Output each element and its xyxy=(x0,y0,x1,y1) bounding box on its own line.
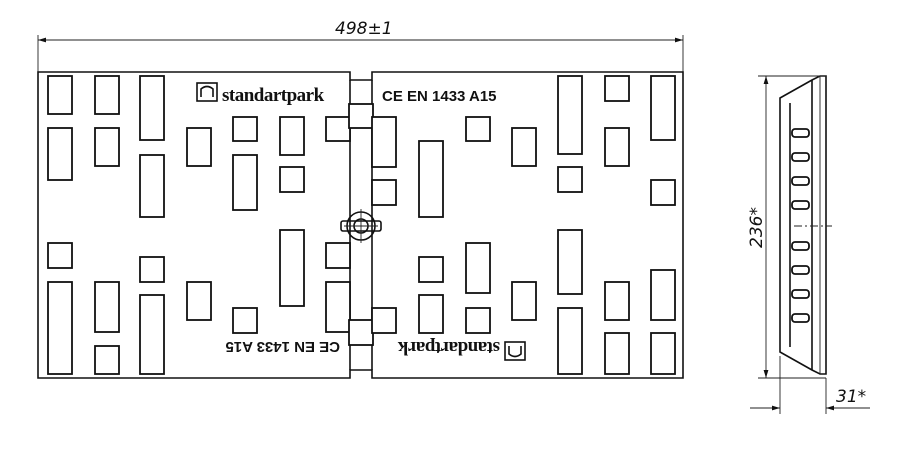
slot xyxy=(465,116,491,142)
slot xyxy=(94,127,120,167)
slot xyxy=(604,127,630,167)
slot xyxy=(650,332,676,375)
slot xyxy=(557,75,583,155)
slot xyxy=(232,154,258,211)
slot xyxy=(47,281,73,375)
slot xyxy=(511,127,537,167)
slot xyxy=(465,307,491,334)
slot xyxy=(94,75,120,115)
slot xyxy=(47,242,73,269)
grate-side-view: 236* 31* xyxy=(747,75,870,414)
slot xyxy=(94,345,120,375)
slot xyxy=(371,116,397,168)
ce-marking-bottom: CE EN 1433 A15 xyxy=(225,338,340,355)
slot xyxy=(465,242,491,294)
brand-text-top: standartpark xyxy=(222,85,325,106)
slot-openings xyxy=(47,75,676,375)
slot xyxy=(604,281,630,321)
slot xyxy=(650,269,676,321)
slot xyxy=(139,256,165,283)
brand-logo-top: standartpark xyxy=(196,82,325,106)
slot xyxy=(325,242,351,269)
slot xyxy=(325,281,351,333)
height-dimension: 236* xyxy=(747,75,826,379)
slot xyxy=(139,154,165,218)
slot xyxy=(511,281,537,321)
width-dimension: 498±1 xyxy=(37,19,684,72)
slot xyxy=(325,116,351,142)
slot xyxy=(604,75,630,102)
grate-top-view: standartpark CE EN 1433 A15 standartpark… xyxy=(37,71,684,379)
slot xyxy=(650,75,676,141)
slot xyxy=(557,229,583,295)
slot xyxy=(650,179,676,206)
slot xyxy=(186,281,212,321)
slot xyxy=(557,307,583,375)
brand-text-bottom: standartpark xyxy=(397,337,500,358)
slot xyxy=(557,166,583,193)
slot xyxy=(139,75,165,141)
slot xyxy=(232,116,258,142)
slot xyxy=(279,116,305,156)
side-ribs xyxy=(791,128,810,323)
brand-logo-mark xyxy=(196,82,218,102)
depth-dimension-label: 31* xyxy=(836,387,866,407)
slot xyxy=(94,281,120,333)
brand-logo-bottom: standartpark xyxy=(397,337,526,361)
slot xyxy=(371,307,397,334)
width-dimension-label: 498±1 xyxy=(335,19,393,39)
depth-dimension: 31* xyxy=(750,356,870,414)
slot xyxy=(232,307,258,334)
ce-marking-top: CE EN 1433 A15 xyxy=(382,88,497,105)
slot xyxy=(279,166,305,193)
slot xyxy=(371,179,397,206)
slot xyxy=(348,103,374,129)
slot xyxy=(47,75,73,115)
slot xyxy=(47,127,73,181)
slot xyxy=(279,229,305,307)
slot xyxy=(348,319,374,346)
brand-logo-mark-bottom xyxy=(504,341,526,361)
lock-mechanism xyxy=(340,209,382,243)
slot xyxy=(418,256,444,283)
height-dimension-label: 236* xyxy=(747,207,767,248)
slot xyxy=(186,127,212,167)
slot xyxy=(139,294,165,375)
slot xyxy=(418,294,444,334)
slot xyxy=(604,332,630,375)
slot xyxy=(418,140,444,218)
